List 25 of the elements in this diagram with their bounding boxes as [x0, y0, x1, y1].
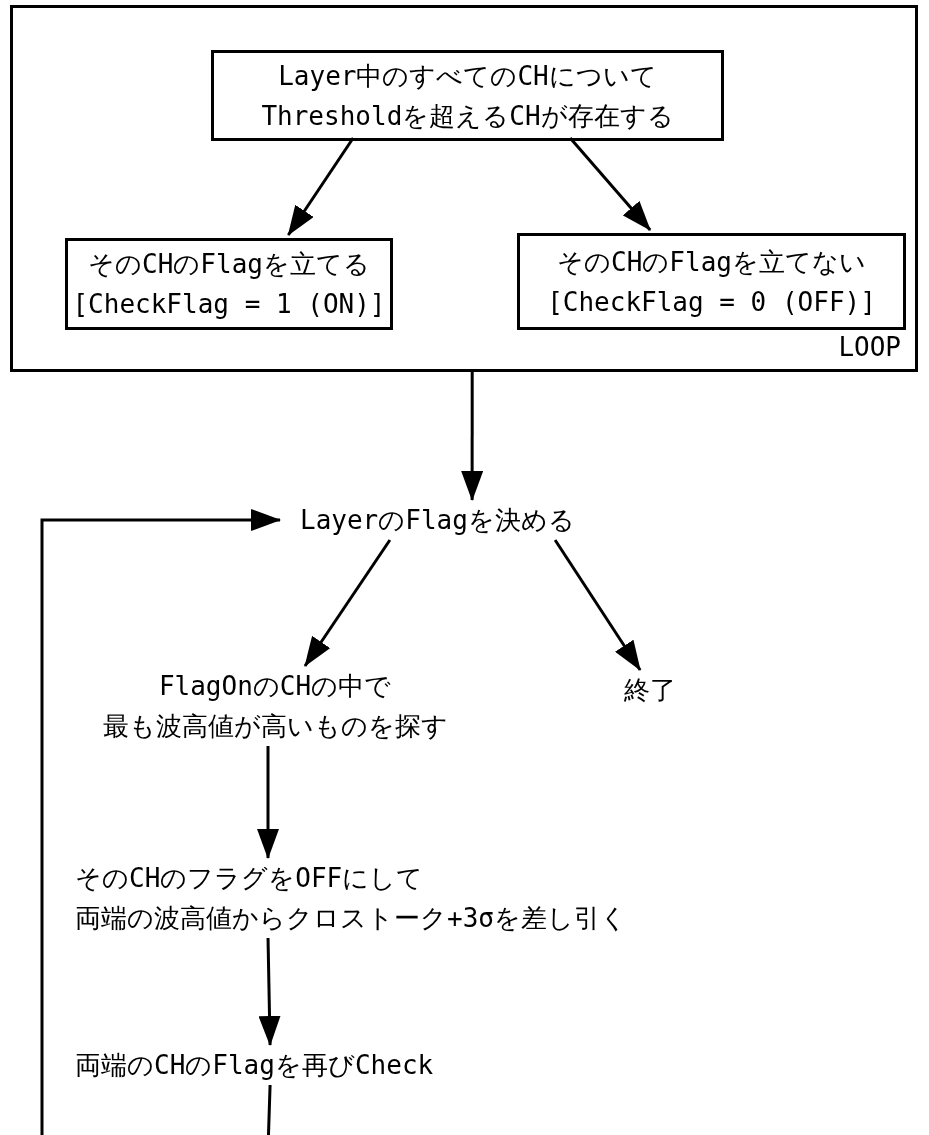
- loop-label: LOOP: [838, 331, 901, 364]
- step-text: 両端のCHのFlagを再びCheck: [75, 1049, 435, 1082]
- arrow: [461, 372, 484, 501]
- step-text: 終了: [623, 674, 677, 707]
- step-text: Layer中のすべてのCHについて: [278, 59, 657, 93]
- arrow: [257, 746, 279, 859]
- step-text: そのCHのフラグをOFFにして: [75, 862, 425, 895]
- step-text: Thresholdを超えるCHが存在する: [261, 99, 674, 133]
- step-text: そのCHのFlagを立てる: [88, 248, 370, 281]
- process-box: [517, 233, 906, 330]
- arrow: [569, 137, 652, 231]
- arrow: [258, 937, 281, 1046]
- arrow: [303, 539, 392, 667]
- step-text: [CheckFlag = 1 (ON)]: [72, 288, 386, 321]
- process-box: [65, 238, 393, 330]
- arrow: [40, 509, 281, 1135]
- step-text: LayerのFlagを決める: [300, 504, 576, 537]
- step-text: FlagOnのCHの中で: [157, 670, 393, 703]
- process-box: [211, 50, 724, 141]
- loop-frame: [10, 5, 918, 372]
- step-text: そのCHのFlagを立てない: [557, 245, 866, 279]
- step-text: 両端の波高値からクロストーク+3σを差し引く: [75, 902, 628, 935]
- arrow: [553, 539, 642, 671]
- step-text: 最も波高値が高いものを探す: [101, 710, 449, 743]
- step-text: [CheckFlag = 0 (OFF)]: [547, 285, 876, 319]
